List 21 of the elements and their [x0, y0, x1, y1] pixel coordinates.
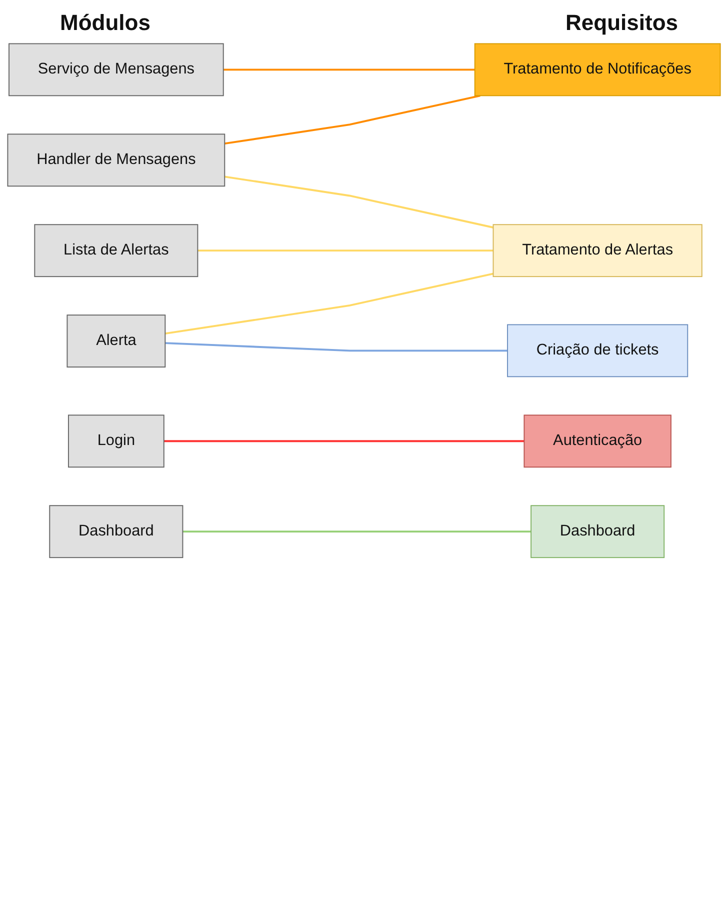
node-box: Tratamento de Alertas: [492, 224, 702, 278]
column-heading: Requisitos: [566, 10, 678, 36]
connector: [165, 342, 508, 352]
node-box: Alerta: [66, 314, 166, 368]
node-box: Handler de Mensagens: [7, 134, 226, 187]
connector: [165, 272, 494, 335]
connector: [164, 440, 524, 442]
node-box: Dashboard: [530, 505, 665, 558]
column-heading: Módulos: [60, 10, 150, 36]
connector: [224, 94, 480, 145]
connector: [198, 250, 494, 252]
connector: [182, 530, 532, 533]
node-box: Serviço de Mensagens: [8, 43, 224, 96]
connector: [223, 68, 475, 71]
node-box: Autenticação: [524, 414, 672, 468]
connector: [224, 176, 494, 228]
node-box: Dashboard: [49, 505, 184, 558]
node-box: Tratamento de Notificações: [474, 43, 721, 96]
node-box: Criação de tickets: [507, 324, 688, 378]
node-box: Lista de Alertas: [34, 224, 198, 278]
node-box: Login: [68, 414, 164, 468]
